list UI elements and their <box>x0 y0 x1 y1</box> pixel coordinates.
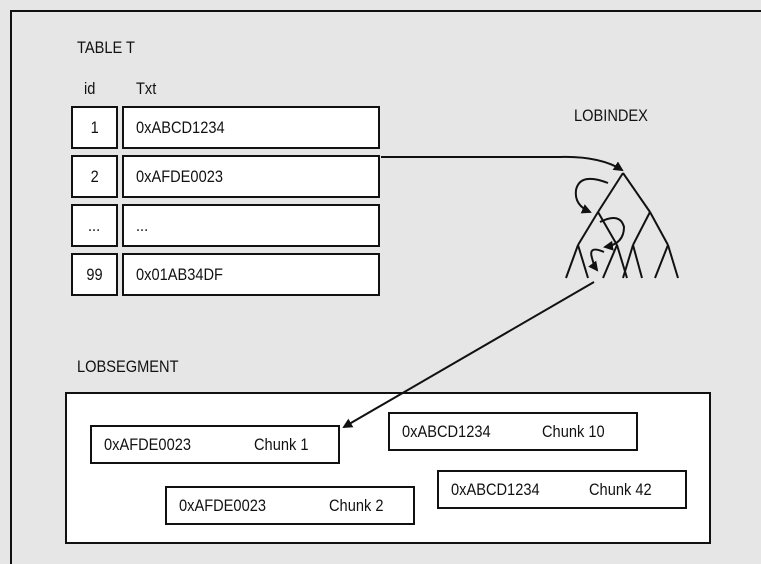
chunk-name: Chunk 2 <box>329 496 383 516</box>
chunk-name: Chunk 10 <box>542 422 605 442</box>
chunk-name: Chunk 42 <box>589 480 652 500</box>
chunk-address: 0xAFDE0023 <box>179 496 266 516</box>
table-row-2-id: 2 <box>71 155 118 198</box>
chunk-address: 0xABCD1234 <box>402 422 491 442</box>
chunk-name: Chunk 1 <box>254 435 308 455</box>
row-txt-text: 0xAFDE0023 <box>136 167 223 187</box>
lobindex-label: LOBINDEX <box>574 106 648 126</box>
lobsegment-chunk: 0xAFDE0023 Chunk 1 <box>90 425 340 464</box>
table-row-1-id: 1 <box>71 106 118 149</box>
chunk-address: 0xABCD1234 <box>451 480 540 500</box>
lobsegment-chunk: 0xABCD1234 Chunk 42 <box>437 470 687 509</box>
row-id-text: 99 <box>86 265 102 285</box>
row-txt-text: ... <box>136 216 148 236</box>
table-row-99-txt: 0x01AB34DF <box>122 253 380 296</box>
chunk-address: 0xAFDE0023 <box>104 435 191 455</box>
row-id-text: 2 <box>90 167 98 187</box>
row-txt-text: 0x01AB34DF <box>136 265 223 285</box>
lobsegment-chunk: 0xAFDE0023 Chunk 2 <box>165 486 415 525</box>
column-header-txt: Txt <box>136 79 156 99</box>
row-id-text: ... <box>88 216 100 236</box>
row-txt-text: 0xABCD1234 <box>136 118 225 138</box>
column-header-id: id <box>84 79 95 99</box>
table-row-2-txt: 0xAFDE0023 <box>122 155 380 198</box>
table-title: TABLE T <box>77 38 135 58</box>
table-row-1-txt: 0xABCD1234 <box>122 106 380 149</box>
lobsegment-chunk: 0xABCD1234 Chunk 10 <box>388 412 638 451</box>
row-id-text: 1 <box>90 118 98 138</box>
table-row-99-id: 99 <box>71 253 118 296</box>
lobsegment-label: LOBSEGMENT <box>77 357 179 377</box>
table-row-ellipsis-txt: ... <box>122 204 380 247</box>
table-row-ellipsis-id: ... <box>71 204 118 247</box>
